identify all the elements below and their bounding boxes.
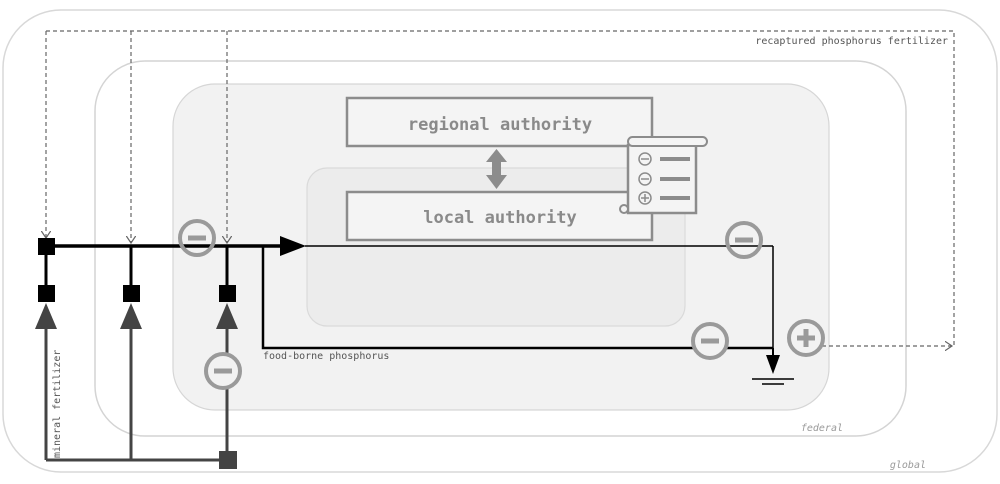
mineral-source-node (219, 451, 237, 469)
recaptured-loop (46, 30, 955, 346)
regulation-scroll-icon (619, 136, 708, 215)
flow-nodes (38, 238, 236, 302)
global-label: global (890, 460, 926, 471)
mineral-supply-lines (44, 325, 229, 462)
minus-sign-icon (725, 221, 763, 259)
mineral-fertilizer-label: mineral fertilizer (52, 350, 63, 458)
sink-arrow-head (766, 355, 780, 374)
minus-sign-icon (204, 352, 242, 390)
minus-sign-icon (178, 219, 216, 257)
flow-arrow-head (280, 236, 306, 256)
recaptured-label: recaptured phosphorus fertilizer (755, 36, 948, 47)
local-authority-box (345, 190, 654, 242)
federal-label: federal (801, 423, 843, 434)
ground-sink-icon (752, 378, 794, 385)
plus-sign-icon (787, 319, 825, 357)
minus-sign-icon (691, 322, 729, 360)
mineral-supply-arrows (35, 303, 238, 329)
regional-authority-box (345, 96, 654, 148)
local-authority-label: local authority (423, 208, 577, 228)
food-borne-label: food-borne phosphorus (263, 351, 389, 362)
regional-authority-label: regional authority (408, 115, 592, 135)
double-arrow-icon (486, 149, 507, 189)
